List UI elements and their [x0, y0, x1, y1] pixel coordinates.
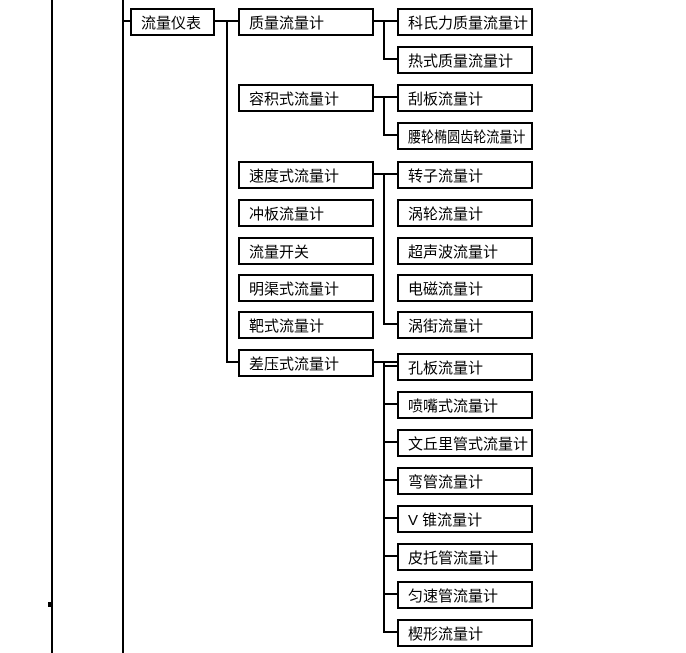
node-label: 涡轮流量计	[408, 205, 484, 223]
node-venturi-tube-flow-meter: 文丘里管式流量计	[397, 429, 533, 457]
connector-averaging-pitot-stub	[383, 593, 399, 595]
node-flow-instruments: 流量仪表	[130, 8, 215, 36]
node-label: 电磁流量计	[408, 280, 484, 298]
left-frame-line-inner	[122, 0, 124, 653]
node-ultrasonic-flow-meter: 超声波流量计	[397, 237, 533, 265]
node-label: 靶式流量计	[249, 317, 325, 335]
node-label: V 锥流量计	[408, 511, 483, 529]
node-flow-switch: 流量开关	[238, 237, 374, 265]
connector-dp-out	[372, 361, 399, 363]
connector-orifice-stub	[383, 365, 399, 367]
node-label: 速度式流量计	[249, 167, 340, 185]
node-scraper-flow-meter: 刮板流量计	[397, 84, 533, 112]
node-turbine-flow-meter: 涡轮流量计	[397, 199, 533, 227]
connector-elbow-stub	[383, 479, 399, 481]
node-orifice-plate-flow-meter: 孔板流量计	[397, 353, 533, 381]
node-roots-oval-gear-flow-meter: 腰轮椭圆齿轮流量计	[397, 122, 533, 150]
node-label: 皮托管流量计	[408, 549, 499, 567]
node-label: 流量开关	[249, 243, 310, 261]
node-label: 弯管流量计	[408, 473, 484, 491]
node-label: 孔板流量计	[408, 359, 484, 377]
node-label: 明渠式流量计	[249, 280, 340, 298]
branch-dp	[383, 361, 385, 633]
node-label: 腰轮椭圆齿轮流量计	[408, 128, 526, 146]
node-label: 文丘里管式流量计	[408, 435, 529, 453]
branch-mass	[383, 20, 385, 60]
node-coriolis-mass-flow-meter: 科氏力质量流量计	[397, 8, 533, 36]
left-frame-line-tick	[48, 602, 52, 607]
node-thermal-mass-flow-meter: 热式质量流量计	[397, 46, 533, 74]
connector-velocity-out	[372, 173, 399, 175]
connector-thermal-stub	[383, 58, 399, 60]
connector-volumetric-out	[372, 96, 399, 98]
connector-wedge-stub	[383, 631, 399, 633]
connector-frame-to-root	[122, 20, 132, 22]
branch-velocity	[383, 173, 385, 325]
connector-vortex-stub	[383, 323, 399, 325]
node-wedge-flow-meter: 楔形流量计	[397, 619, 533, 647]
node-label: 匀速管流量计	[408, 587, 499, 605]
node-impact-plate-flow-meter: 冲板流量计	[238, 199, 374, 227]
connector-mass-out	[372, 20, 399, 22]
node-elbow-flow-meter: 弯管流量计	[397, 467, 533, 495]
connector-roots-stub	[383, 134, 399, 136]
node-label: 喷嘴式流量计	[408, 397, 499, 415]
node-target-flow-meter: 靶式流量计	[238, 311, 374, 339]
node-label: 转子流量计	[408, 167, 484, 185]
node-label: 超声波流量计	[408, 243, 499, 261]
node-v-cone-flow-meter: V 锥流量计	[397, 505, 533, 533]
node-positive-displacement-flow-meter: 容积式流量计	[238, 84, 374, 112]
node-label: 差压式流量计	[249, 355, 340, 373]
node-label: 楔形流量计	[408, 625, 484, 643]
connector-trunk-to-dp	[226, 361, 240, 363]
node-velocity-flow-meter: 速度式流量计	[238, 161, 374, 189]
connector-nozzle-stub	[383, 403, 399, 405]
node-pitot-tube-flow-meter: 皮托管流量计	[397, 543, 533, 571]
connector-pitot-stub	[383, 555, 399, 557]
node-nozzle-flow-meter: 喷嘴式流量计	[397, 391, 533, 419]
node-label: 容积式流量计	[249, 90, 340, 108]
node-averaging-pitot-flow-meter: 匀速管流量计	[397, 581, 533, 609]
node-label: 流量仪表	[141, 14, 202, 32]
node-label: 刮板流量计	[408, 90, 484, 108]
node-label: 科氏力质量流量计	[408, 14, 529, 32]
connector-vcone-stub	[383, 517, 399, 519]
node-label: 质量流量计	[249, 14, 325, 32]
node-differential-pressure-flow-meter: 差压式流量计	[238, 349, 374, 377]
node-label: 涡街流量计	[408, 317, 484, 335]
left-frame-line-outer	[51, 0, 53, 653]
node-mass-flow-meter: 质量流量计	[238, 8, 374, 36]
node-label: 冲板流量计	[249, 205, 325, 223]
branch-volumetric	[383, 96, 385, 136]
node-label: 热式质量流量计	[408, 52, 514, 70]
node-vortex-flow-meter: 涡街流量计	[397, 311, 533, 339]
node-rotameter: 转子流量计	[397, 161, 533, 189]
trunk-level1	[226, 20, 228, 363]
node-open-channel-flow-meter: 明渠式流量计	[238, 274, 374, 302]
connector-venturi-stub	[383, 441, 399, 443]
node-electromagnetic-flow-meter: 电磁流量计	[397, 274, 533, 302]
